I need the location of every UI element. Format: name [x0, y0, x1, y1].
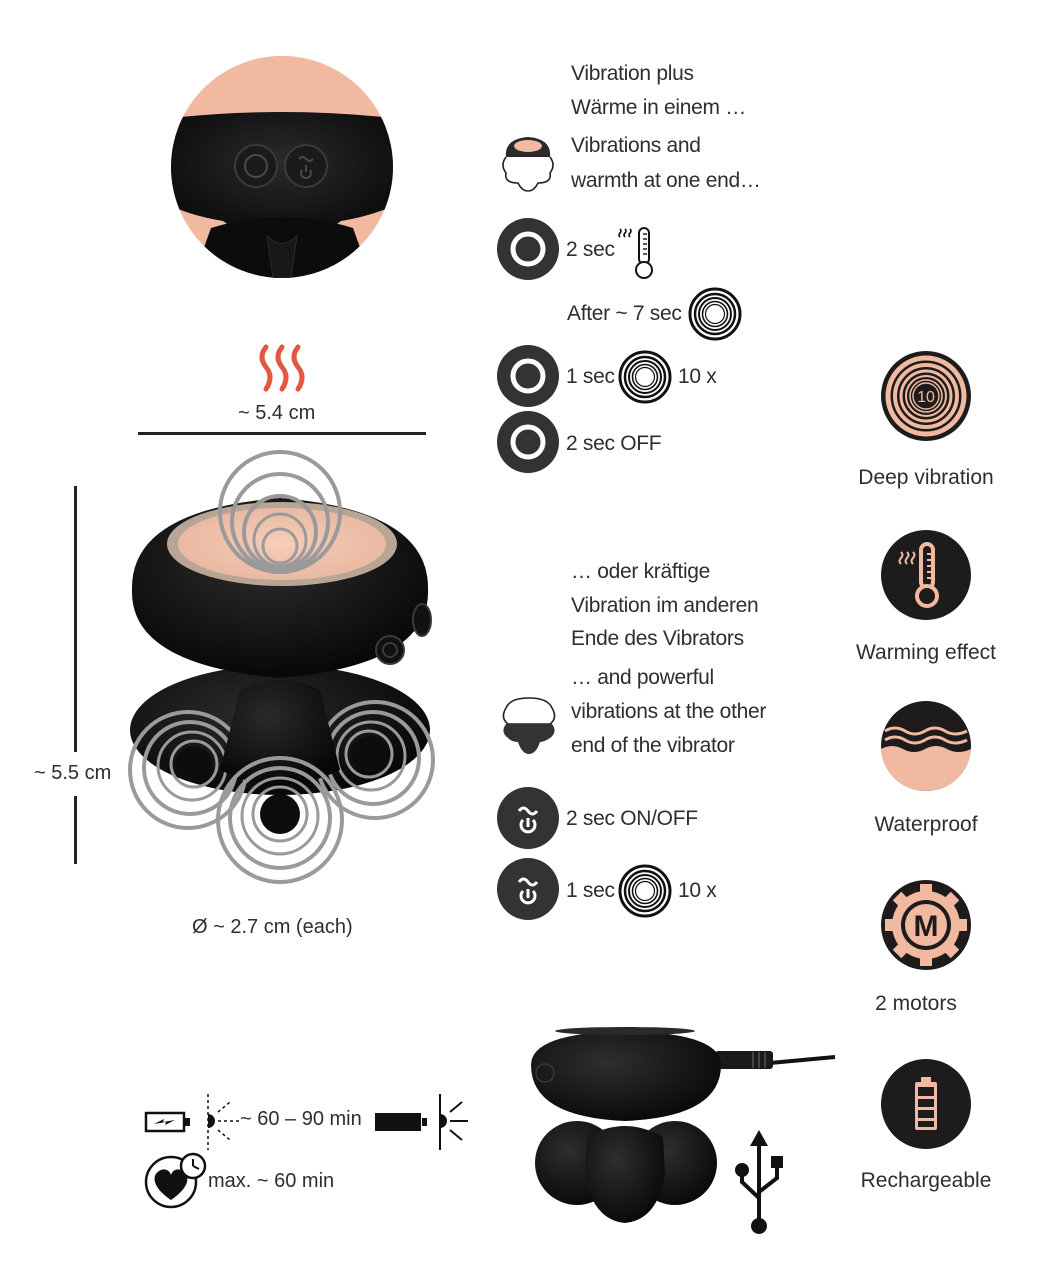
height-dimension-line-bottom — [74, 796, 77, 864]
charging-led-full-icon — [432, 1092, 472, 1152]
top-text-de-line2: Wärme in einem … — [571, 96, 746, 119]
width-dimension-label: ~ 5.4 cm — [238, 402, 316, 424]
feature-label-deep-vibration: Deep vibration — [858, 466, 994, 489]
feature-label-rechargeable: Rechargeable — [860, 1169, 992, 1192]
closeup-product-image — [171, 56, 393, 278]
bottom-text-en-line1: … and powerful — [571, 666, 714, 689]
height-dimension-line-top — [74, 486, 77, 752]
battery-icon — [881, 1059, 971, 1149]
thermometer-heat-icon — [617, 224, 661, 282]
control-1sec-label: 1 sec — [566, 365, 615, 388]
top-text-en-line2: warmth at one end… — [571, 169, 761, 192]
feature-label-warming: Warming effect — [855, 641, 997, 664]
control-2sec-off-label: 2 sec OFF — [566, 432, 662, 455]
control-after-7sec-label: After ~ 7 sec — [567, 302, 682, 325]
charging-led-dim-icon — [200, 1092, 240, 1152]
full-battery-icon — [375, 1110, 429, 1134]
bottom-text-en-line3: end of the vibrator — [571, 734, 735, 757]
vibrator-top-end-icon — [500, 133, 556, 195]
circle-button-icon — [497, 218, 559, 280]
control-10x-label: 10 x — [678, 365, 717, 388]
motor-badge: M — [914, 910, 939, 943]
control-2sec-onoff-label: 2 sec ON/OFF — [566, 807, 698, 830]
run-time-label: max. ~ 60 min — [208, 1170, 335, 1192]
heat-waves-icon — [254, 343, 310, 393]
bottom-text-de-line1: … oder kräftige — [571, 560, 711, 583]
deep-vibration-badge: 10 — [917, 389, 935, 406]
bottom-text-en-line2: vibrations at the other — [571, 700, 767, 723]
feature-label-waterproof: Waterproof — [874, 813, 978, 836]
top-text-en-line1: Vibrations and — [571, 134, 701, 157]
height-dimension-label: ~ 5.5 cm — [34, 762, 112, 784]
top-text-de-line1: Vibration plus — [571, 62, 694, 85]
circle-button-icon — [497, 411, 559, 473]
vibration-rings-icon — [618, 864, 672, 918]
bottom-text-de-line3: Ende des Vibrators — [571, 627, 744, 650]
vibration-rings-icon — [618, 350, 672, 404]
control-1sec-label-bottom: 1 sec — [566, 879, 615, 902]
waves-icon — [881, 701, 971, 791]
charge-time-label: ~ 60 – 90 min — [240, 1108, 362, 1130]
usb-icon — [734, 1128, 784, 1238]
control-10x-label-bottom: 10 x — [678, 879, 717, 902]
charging-product-image — [525, 1025, 845, 1235]
bottom-text-de-line2: Vibration im anderen — [571, 594, 759, 617]
power-wave-button-icon — [497, 787, 559, 849]
vibration-rings-icon — [688, 287, 742, 341]
charging-battery-icon — [144, 1110, 194, 1134]
thermometer-icon — [881, 530, 971, 620]
main-product-image — [120, 440, 450, 920]
deep-vibration-icon: 10 — [881, 351, 971, 441]
motor-gear-icon: M — [881, 880, 971, 970]
width-dimension-line — [138, 432, 426, 435]
circle-button-icon — [497, 345, 559, 407]
heart-clock-icon — [143, 1152, 211, 1210]
control-2sec-label: 2 sec — [566, 238, 615, 261]
vibrator-bottom-end-icon — [500, 694, 558, 760]
diameter-dimension-label: Ø ~ 2.7 cm (each) — [192, 916, 353, 938]
power-wave-button-icon — [497, 858, 559, 920]
feature-label-motors: 2 motors — [875, 992, 957, 1015]
